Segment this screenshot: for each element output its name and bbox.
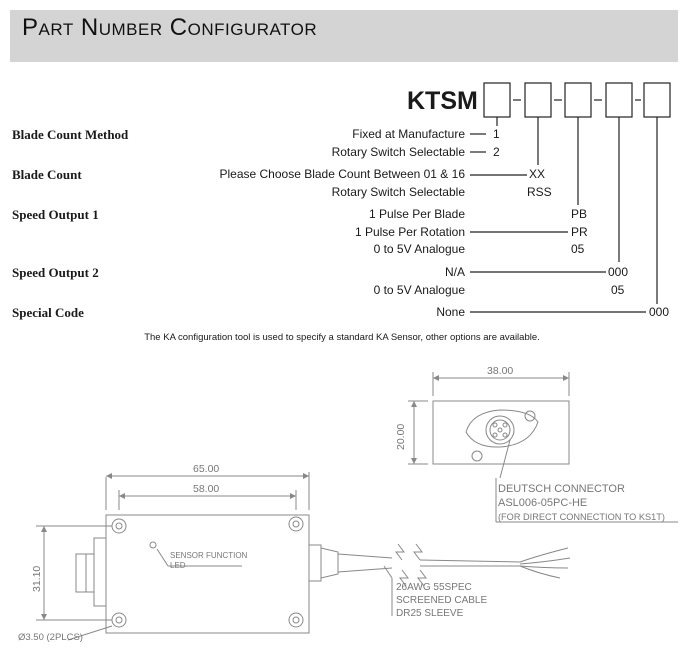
mounting-hole <box>288 516 304 532</box>
title-bar <box>10 10 678 62</box>
option-rotary-switch-blade: Rotary Switch Selectable <box>331 185 465 199</box>
connector-label-3: (FOR DIRECT CONNECTION TO KS1T) <box>498 512 665 522</box>
option-analogue-2: 0 to 5V Analogue <box>373 283 465 297</box>
code-000-b: 000 <box>608 265 629 279</box>
led-label-1: SENSOR FUNCTION <box>170 551 248 560</box>
code-1: 1 <box>493 127 500 141</box>
code-pr: PR <box>571 225 588 239</box>
technical-drawing: 38.00 20.00 65.00 58.00 31.10 Ø3.50 (2PL… <box>18 365 678 643</box>
option-pulse-per-blade: 1 Pulse Per Blade <box>368 207 465 221</box>
wire <box>519 565 569 569</box>
cable-label-2: SCREENED CABLE <box>396 595 487 606</box>
mounting-hole <box>111 612 127 628</box>
option-fixed-at-manufacture: Fixed at Manufacture <box>352 127 465 141</box>
wire <box>519 557 571 565</box>
cable-label-3: DR25 SLEEVE <box>396 608 464 619</box>
sensor-body-outline <box>105 514 310 634</box>
code-05-b: 05 <box>611 283 625 297</box>
code-2: 2 <box>493 145 500 159</box>
option-analogue-1: 0 to 5V Analogue <box>373 242 465 256</box>
deutsch-connector-face <box>485 415 515 445</box>
dim-31: 31.10 <box>31 566 43 592</box>
row-label-blade-count: Blade Count <box>12 167 82 182</box>
connector-label-1: DEUTSCH CONNECTOR <box>498 483 625 495</box>
dim-20: 20.00 <box>395 424 407 450</box>
option-blade-count-choose: Please Choose Blade Count Between 01 & 1… <box>219 167 465 181</box>
flange-screw <box>471 450 483 462</box>
mounting-hole <box>111 518 127 534</box>
led-label-2: LED <box>170 561 186 570</box>
cable-gland <box>320 547 339 579</box>
part-prefix: KTSM <box>407 87 478 115</box>
dim-38: 38.00 <box>487 365 513 377</box>
mounting-hole <box>288 612 304 628</box>
option-none: None <box>436 305 465 319</box>
flange-screw <box>524 410 536 422</box>
wire <box>519 547 569 563</box>
code-000-c: 000 <box>649 305 670 319</box>
dim-65: 65.00 <box>193 463 219 475</box>
note-text: The KA configuration tool is used to spe… <box>144 332 540 343</box>
option-na: N/A <box>444 265 465 279</box>
code-xx: XX <box>529 167 546 181</box>
row-label-speed-output-2: Speed Output 2 <box>12 265 99 280</box>
row-label-special-code: Special Code <box>12 305 84 320</box>
cable-label-1: 26AWG 55SPEC <box>396 582 472 593</box>
row-label-blade-count-method: Blade Count Method <box>12 127 129 142</box>
connector-label-2: ASL006-05PC-HE <box>498 497 587 509</box>
page-title: Part Number Configurator <box>22 14 318 41</box>
code-pb: PB <box>571 207 588 221</box>
option-rotary-switch-method: Rotary Switch Selectable <box>331 145 465 159</box>
option-pulse-per-rotation: 1 Pulse Per Rotation <box>354 225 465 239</box>
row-label-speed-output-1: Speed Output 1 <box>12 207 99 222</box>
sensor-led <box>149 541 157 549</box>
wire <box>519 565 561 579</box>
connector-body-outline <box>432 400 570 465</box>
dim-58: 58.00 <box>193 483 219 495</box>
deutsch-connector-flange <box>465 409 539 448</box>
hole-callout: Ø3.50 (2PLCS) <box>18 632 83 643</box>
configurator-lines <box>470 82 671 313</box>
code-rss: RSS <box>527 185 552 199</box>
code-05-a: 05 <box>571 242 585 256</box>
